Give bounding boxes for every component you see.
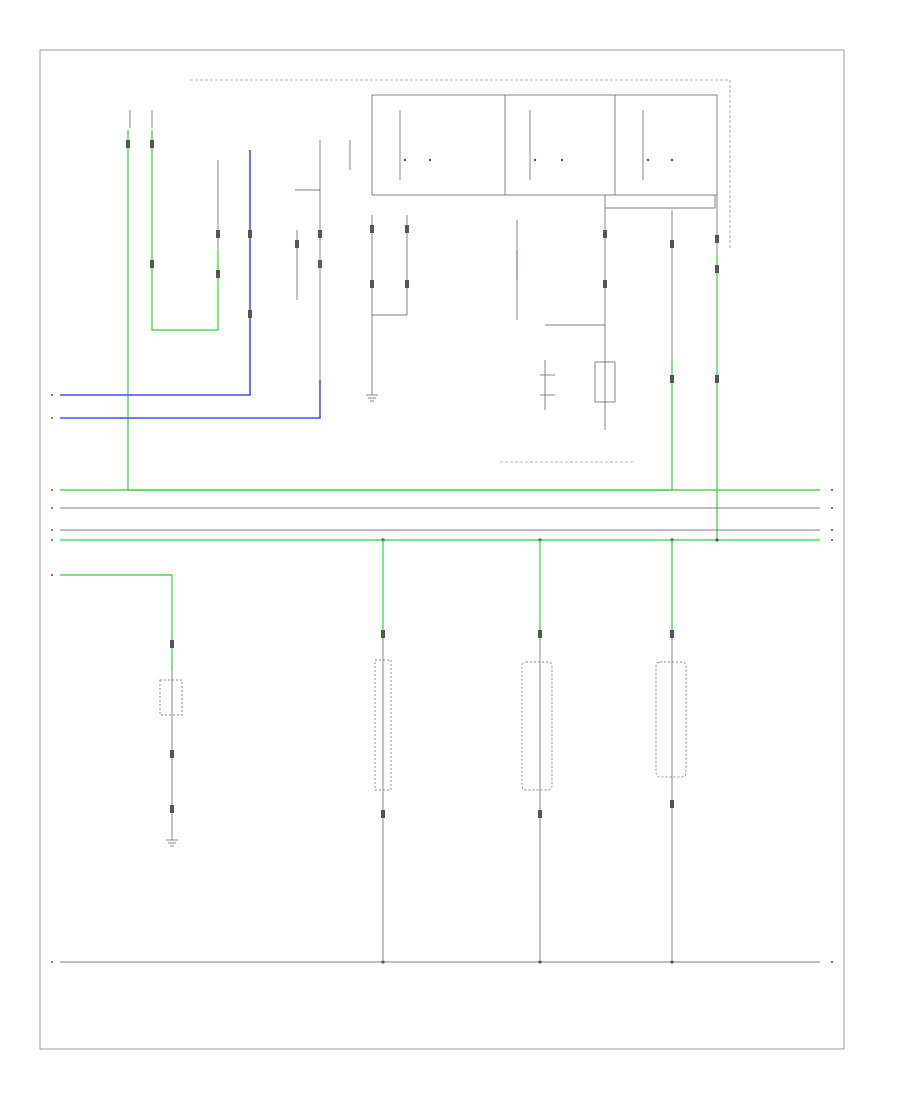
top-assembly-boundary xyxy=(190,79,731,250)
blue-wire-1 xyxy=(60,150,251,396)
wire-407 xyxy=(372,215,408,316)
component-box-2 xyxy=(374,659,392,791)
component-box-4 xyxy=(655,661,687,778)
green-wire-loop-1 xyxy=(127,130,673,491)
diagram-frame xyxy=(39,49,845,1050)
component-box-3 xyxy=(521,661,553,791)
assembly-pins xyxy=(399,110,674,180)
spot-light-switch xyxy=(540,360,555,410)
bottom-bus-nodes xyxy=(381,960,674,964)
top-assembly-box xyxy=(371,94,718,196)
ground-symbol-1 xyxy=(366,394,378,402)
instrument-cluster-label xyxy=(129,110,153,128)
green-wire-loop-2 xyxy=(151,130,219,331)
connector-ticks xyxy=(126,140,719,818)
left-component-box xyxy=(159,679,183,716)
blue-wire-2 xyxy=(60,380,321,419)
ground-symbol-2 xyxy=(166,839,178,847)
edge-terminals xyxy=(51,394,833,963)
spot-light-box xyxy=(594,361,616,403)
wire-605-715 xyxy=(605,195,716,209)
green-drop-left xyxy=(60,574,173,670)
